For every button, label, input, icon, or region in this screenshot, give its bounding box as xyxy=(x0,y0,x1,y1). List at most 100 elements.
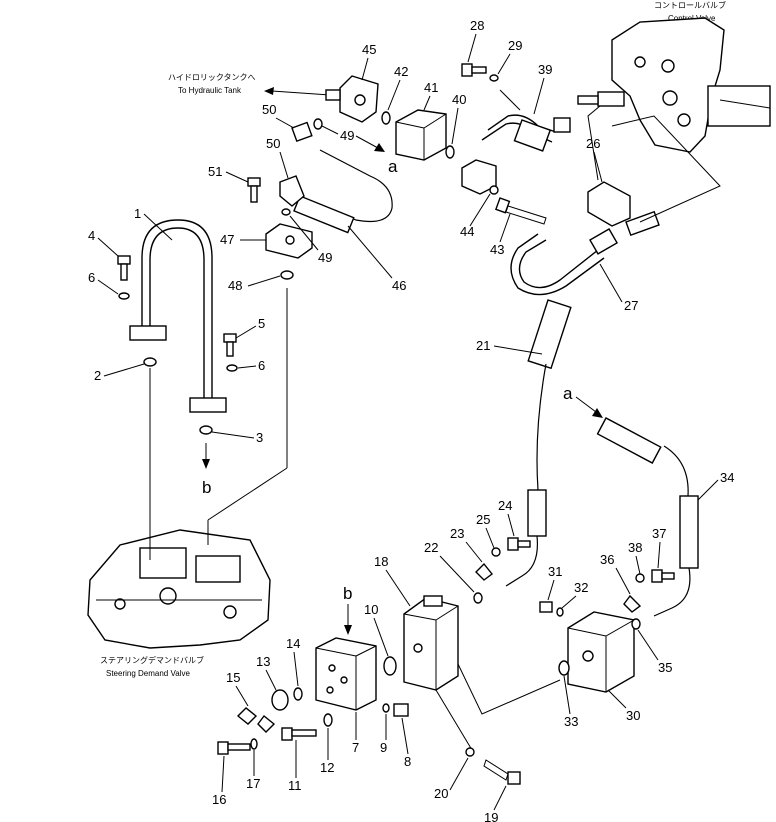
bolt-4 xyxy=(117,255,131,281)
hose-21 xyxy=(505,299,572,587)
part-number-36: 36 xyxy=(600,552,614,567)
bolt-24 xyxy=(507,537,531,551)
o-ring-33 xyxy=(558,660,570,676)
arrow-to-hydraulic-tank xyxy=(264,87,331,96)
block-45 xyxy=(325,75,379,123)
o-ring-40 xyxy=(445,145,455,159)
part-number-45: 45 xyxy=(362,42,376,57)
part-number-46: 46 xyxy=(392,278,406,293)
o-ring-48 xyxy=(280,270,294,280)
clip-15a xyxy=(236,707,258,725)
part-number-42: 42 xyxy=(394,64,408,79)
part-number-35: 35 xyxy=(658,660,672,675)
part-number-16: 16 xyxy=(212,792,226,807)
bolt-16 xyxy=(217,741,251,755)
steering-valve-label-jp: ステアリングデマンドバルブ xyxy=(100,655,204,665)
leader-line xyxy=(457,663,561,715)
bolt-28 xyxy=(461,63,487,77)
part-number-39: 39 xyxy=(538,62,552,77)
part-number-13: 13 xyxy=(256,654,270,669)
part-number-43: 43 xyxy=(490,242,504,257)
arrow-a-top xyxy=(355,135,385,152)
part-number-3: 3 xyxy=(256,430,263,445)
washer-25 xyxy=(491,547,501,557)
hydraulic-tank-label-jp: ハイドロリックタンクへ xyxy=(168,73,256,82)
washer-6a xyxy=(118,292,130,300)
o-ring-42 xyxy=(381,111,391,125)
washer-6b xyxy=(226,364,238,372)
fitting-50b xyxy=(279,175,305,207)
washer-44 xyxy=(489,185,499,195)
o-ring-10 xyxy=(383,656,397,676)
leader-line xyxy=(499,89,521,111)
bolt-19 xyxy=(483,759,521,785)
part-number-32: 32 xyxy=(574,580,588,595)
leader-line xyxy=(587,105,601,181)
part-number-31: 31 xyxy=(548,564,562,579)
part-number-49b: 49 xyxy=(318,250,332,265)
part-number-4: 4 xyxy=(88,228,95,243)
washer-29 xyxy=(489,74,499,82)
part-number-6a: 6 xyxy=(88,270,95,285)
plug-8 xyxy=(393,703,409,717)
part-number-48: 48 xyxy=(228,278,242,293)
leader-line xyxy=(435,689,473,751)
part-number-25: 25 xyxy=(476,512,490,527)
valve-block-18 xyxy=(403,595,459,691)
o-ring-2 xyxy=(143,357,157,367)
arrow-a-right xyxy=(575,396,603,418)
part-number-38: 38 xyxy=(628,540,642,555)
o-ring-49b xyxy=(281,208,291,216)
washer-38 xyxy=(635,573,645,583)
pipe-1 xyxy=(129,219,227,413)
part-number-34: 34 xyxy=(720,470,734,485)
clip-36 xyxy=(623,594,642,613)
part-number-29: 29 xyxy=(508,38,522,53)
part-number-11: 11 xyxy=(288,778,302,793)
part-number-7: 7 xyxy=(352,740,359,755)
part-number-1: 1 xyxy=(134,206,141,221)
block-30 xyxy=(567,611,635,693)
part-number-12: 12 xyxy=(320,760,334,775)
o-ring-32 xyxy=(556,607,564,617)
steering-demand-valve xyxy=(87,529,271,649)
part-number-37: 37 xyxy=(652,526,666,541)
leader-line xyxy=(611,115,721,223)
steering-valve-label-en: Steering Demand Valve xyxy=(106,669,190,678)
part-number-50b: 50 xyxy=(266,136,280,151)
part-number-22: 22 xyxy=(424,540,438,555)
part-number-21: 21 xyxy=(476,338,490,353)
hose-34 xyxy=(596,417,699,617)
pipe-39 xyxy=(481,114,571,152)
arrow-b-block xyxy=(344,604,352,635)
part-number-41: 41 xyxy=(424,80,438,95)
block-47 xyxy=(265,223,313,259)
collar-13 xyxy=(271,689,289,711)
bolt-11 xyxy=(281,727,317,741)
part-number-18: 18 xyxy=(374,554,388,569)
fitting-50a xyxy=(291,121,313,143)
bolt-5 xyxy=(223,333,237,357)
leader-line xyxy=(207,467,288,521)
connection-letter-b-block: b xyxy=(343,584,352,603)
part-number-26: 26 xyxy=(586,136,600,151)
part-number-20: 20 xyxy=(434,786,448,801)
part-number-23: 23 xyxy=(450,526,464,541)
connection-letter-a-top: a xyxy=(388,157,398,176)
bolt-37 xyxy=(651,569,675,583)
connection-letter-b-left: b xyxy=(202,478,211,497)
part-number-24: 24 xyxy=(498,498,512,513)
washer-20 xyxy=(465,747,475,757)
o-ring-49a xyxy=(313,118,323,130)
part-number-33: 33 xyxy=(564,714,578,729)
part-number-30: 30 xyxy=(626,708,640,723)
part-number-14: 14 xyxy=(286,636,300,651)
o-ring-35 xyxy=(631,618,641,630)
part-number-9: 9 xyxy=(380,740,387,755)
bolt-51 xyxy=(247,177,261,203)
part-number-27: 27 xyxy=(624,298,638,313)
hydraulic-tank-label-en: To Hydraulic Tank xyxy=(178,86,242,95)
control-valve-label-jp: コントロールバルブ xyxy=(654,0,726,10)
block-7 xyxy=(315,637,377,711)
